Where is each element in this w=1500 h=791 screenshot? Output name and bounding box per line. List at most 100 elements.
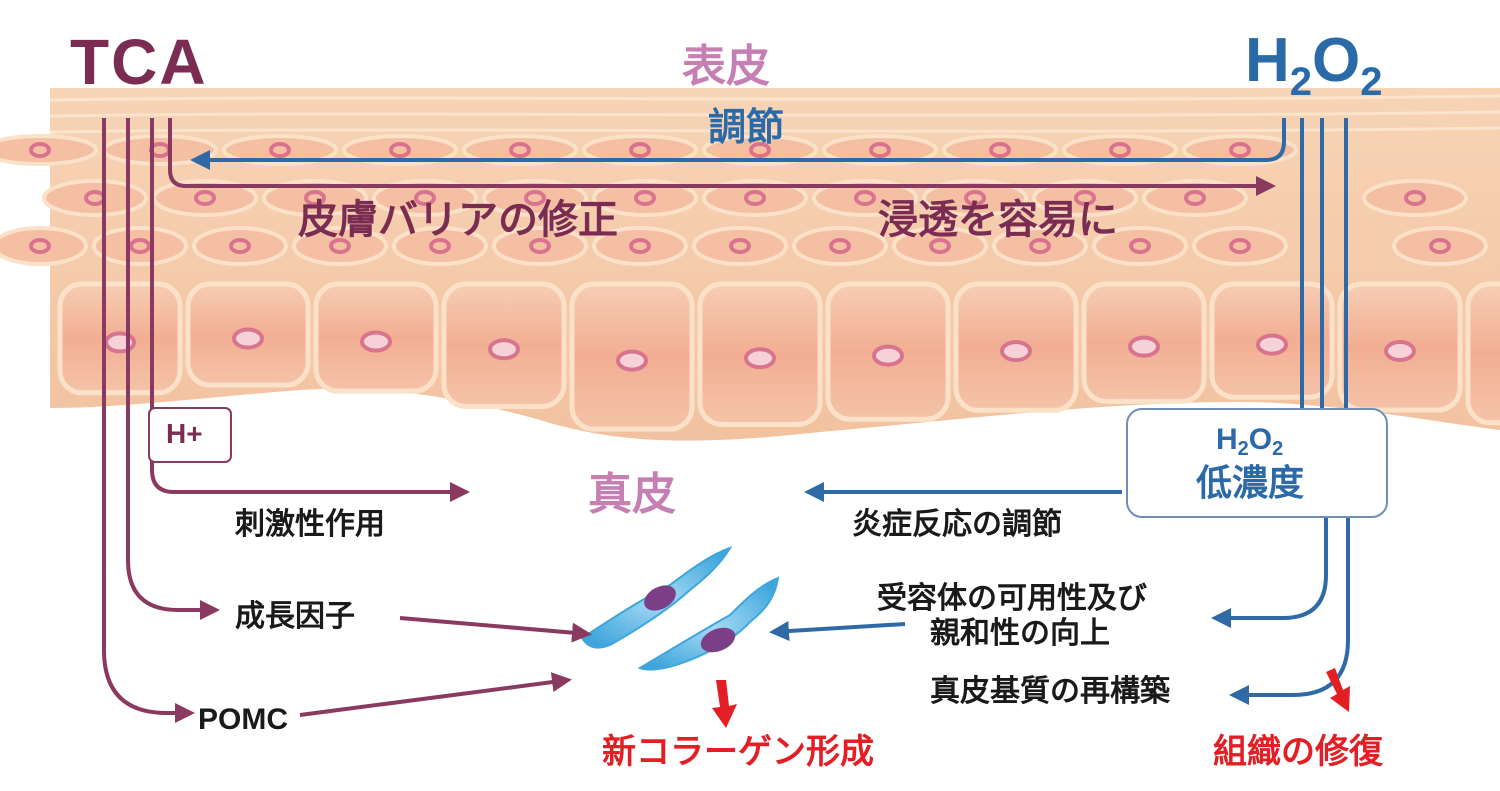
cell-nucleus xyxy=(629,142,651,158)
cell-nucleus xyxy=(389,142,411,158)
skin-cell xyxy=(992,226,1088,266)
h-plus-label: H+ xyxy=(166,418,203,449)
tissue-repair-label: 組織の修復 xyxy=(1213,732,1383,772)
skin-cell xyxy=(1392,226,1488,266)
cell-nucleus xyxy=(232,327,264,350)
cell-nucleus xyxy=(964,190,986,206)
cell-nucleus xyxy=(1404,190,1426,206)
cell-nucleus xyxy=(1184,190,1206,206)
cell-nucleus xyxy=(729,238,751,254)
cell-nucleus xyxy=(429,238,451,254)
cell-nucleus xyxy=(869,142,891,158)
cell-nucleus xyxy=(744,190,766,206)
skin-cell xyxy=(822,134,938,166)
skin-cell xyxy=(292,226,388,266)
skin-cell xyxy=(492,226,588,266)
cell-nucleus xyxy=(989,142,1011,158)
h2o2-label: H2O2 xyxy=(1245,26,1383,104)
cell-nucleus xyxy=(1128,335,1160,358)
receptor-label-line1: 受容体の可用性及び xyxy=(877,581,1147,616)
cell-nucleus xyxy=(744,347,776,370)
cell-nucleus xyxy=(194,190,216,206)
cell-nucleus xyxy=(509,142,531,158)
h-plus-box xyxy=(148,407,232,463)
cell-nucleus xyxy=(1109,142,1131,158)
result-arrows xyxy=(712,668,1350,728)
skin-cell xyxy=(0,226,88,266)
skin-cell xyxy=(482,179,588,217)
skin-cell xyxy=(1362,179,1468,217)
skin-cell xyxy=(812,179,918,217)
cell-nucleus xyxy=(749,142,771,158)
low-box-h2o2-label: H2O2 xyxy=(1216,423,1284,460)
skin-cell xyxy=(92,226,188,266)
inflammation-regulation-label: 炎症反応の調節 xyxy=(852,507,1062,542)
receptor-label-line2: 親和性の向上 xyxy=(930,616,1110,651)
cell-nucleus xyxy=(872,344,904,367)
tca-pathways xyxy=(102,118,1276,723)
skin-cell xyxy=(582,134,698,166)
cell-nucleus xyxy=(629,238,651,254)
pomc-label: POMC xyxy=(198,703,288,736)
barrier-repair-label: 皮膚バリアの修正 xyxy=(298,197,618,243)
skin-cell xyxy=(1142,179,1248,217)
regulation-label: 調節 xyxy=(708,105,785,149)
low-concentration-box xyxy=(1126,408,1388,518)
cell-nucleus xyxy=(1229,238,1251,254)
cell-nucleus xyxy=(329,238,351,254)
skin-cell xyxy=(942,134,1058,166)
skin-cell xyxy=(342,134,458,166)
skin-cell xyxy=(702,134,818,166)
cell-nucleus xyxy=(1384,340,1416,362)
cell-nucleus xyxy=(1429,238,1451,254)
cell-nucleus xyxy=(29,142,51,158)
growth-factor-label: 成長因子 xyxy=(235,599,355,634)
permeation-label: 浸透を容易に xyxy=(878,197,1118,243)
cell-nucleus xyxy=(616,349,648,372)
new-collagen-label: 新コラーゲン形成 xyxy=(602,732,874,772)
cell-nucleus xyxy=(634,190,656,206)
skin-cell xyxy=(892,226,988,266)
cell-nucleus xyxy=(1256,333,1288,356)
basal-cell xyxy=(1465,281,1500,426)
skin-cell xyxy=(1092,226,1188,266)
skin-cell xyxy=(392,226,488,266)
low-concentration-label: 低濃度 xyxy=(1196,463,1305,504)
cell-nucleus xyxy=(929,238,951,254)
cell-nucleus xyxy=(1000,340,1032,363)
skin-cell xyxy=(1032,179,1138,217)
cell-nucleus xyxy=(1229,142,1251,158)
cell-nucleus xyxy=(29,238,51,254)
fibroblast-cells xyxy=(580,546,780,671)
cell-nucleus xyxy=(1129,238,1151,254)
cell-nucleus xyxy=(1029,238,1051,254)
skin-cell xyxy=(792,226,888,266)
skin-cell xyxy=(592,226,688,266)
tca-label: TCA xyxy=(70,26,208,98)
cell-nucleus xyxy=(529,238,551,254)
skin-cell xyxy=(1192,226,1288,266)
skin-cell xyxy=(922,179,1028,217)
cell-nucleus xyxy=(360,330,392,353)
cell-nucleus xyxy=(129,238,151,254)
skin-cell xyxy=(372,179,478,217)
dermis-label: 真皮 xyxy=(588,469,676,520)
skin-cell xyxy=(1182,134,1298,166)
cell-nucleus xyxy=(304,190,326,206)
stimulation-label: 刺激性作用 xyxy=(235,507,385,542)
cell-nucleus xyxy=(854,190,876,206)
cell-nucleus xyxy=(488,338,520,361)
skin-cell xyxy=(592,179,698,217)
cell-nucleus xyxy=(524,190,546,206)
cell-nucleus xyxy=(269,142,291,158)
epidermis-tissue xyxy=(0,88,1500,441)
skin-cell xyxy=(702,179,808,217)
skin-cell xyxy=(262,179,368,217)
matrix-rebuild-label: 真皮基質の再構築 xyxy=(930,674,1170,709)
cell-nucleus xyxy=(1074,190,1096,206)
cell-nucleus xyxy=(229,238,251,254)
h2o2-pathways xyxy=(190,118,1350,705)
skin-cell xyxy=(462,134,578,166)
skin-cell xyxy=(222,134,338,166)
